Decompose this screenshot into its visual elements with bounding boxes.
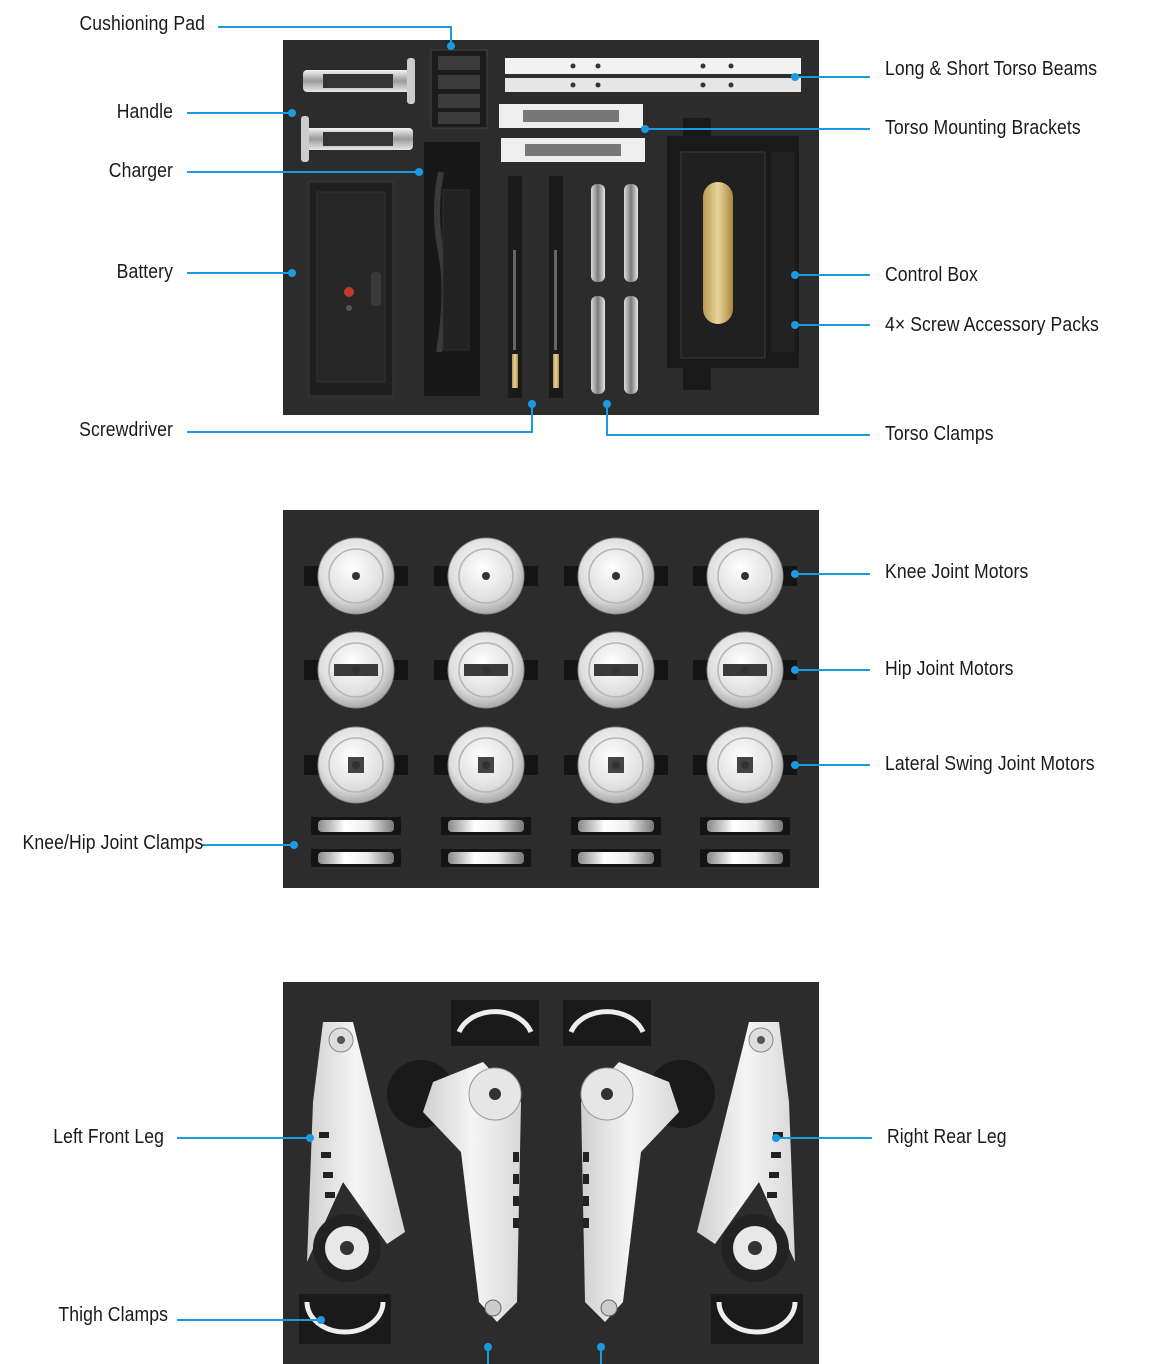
label-battery: Battery <box>116 261 173 283</box>
motor-1-4 <box>693 537 797 615</box>
label-left-front-leg: Left Front Leg <box>53 1126 164 1148</box>
leg-tray-contents <box>299 1000 803 1344</box>
leader-screwdriver <box>187 404 533 433</box>
joint-clamp-1-2 <box>441 817 531 835</box>
label-knee-joint-motors: Knee Joint Motors <box>885 561 1029 583</box>
leader-dot-left-rear-leg <box>484 1343 492 1351</box>
leader-dot-screw-packs <box>791 321 799 329</box>
thigh-clamp-top-left <box>451 1000 539 1046</box>
torso-beams <box>505 58 801 92</box>
leader-dot-torso-brackets <box>641 125 649 133</box>
leader-dot-left-front-leg <box>306 1134 314 1142</box>
motor-2-3 <box>564 631 668 709</box>
label-thigh-clamps: Thigh Clamps <box>58 1304 168 1326</box>
leader-dot-right-front-leg <box>597 1343 605 1351</box>
leader-dot-charger <box>415 168 423 176</box>
joint-clamp-2-1 <box>311 849 401 867</box>
thigh-clamp-top-right <box>563 1000 651 1046</box>
leader-dot-torso-clamps <box>603 400 611 408</box>
label-cushioning-pad: Cushioning Pad <box>79 13 205 35</box>
leader-dot-knee-motors <box>791 570 799 578</box>
leader-dot-joint-clamps <box>290 841 298 849</box>
motor-tray-contents <box>304 537 797 867</box>
label-screwdriver: Screwdriver <box>79 419 173 441</box>
motor-2-1 <box>304 631 408 709</box>
thigh-clamp-bottom-right <box>711 1294 803 1344</box>
torso-mounting-brackets <box>499 104 645 162</box>
leader-dot-lateral-motors <box>791 761 799 769</box>
charger <box>424 142 480 396</box>
leader-dot-screwdriver <box>528 400 536 408</box>
label-handle: Handle <box>116 101 173 123</box>
leader-dot-cushioning-pad <box>447 42 455 50</box>
left-rear-leg <box>387 1060 522 1322</box>
battery <box>308 181 394 397</box>
joint-clamp-1-4 <box>700 817 790 835</box>
thigh-clamp-bottom-left <box>299 1294 391 1344</box>
label-charger: Charger <box>108 160 173 182</box>
label-long-short-torso-beams: Long & Short Torso Beams <box>885 58 1098 80</box>
label-knee-hip-joint-clamps: Knee/Hip Joint Clamps <box>22 832 204 854</box>
control-box <box>667 118 799 390</box>
joint-clamp-2-3 <box>571 849 661 867</box>
label-screw-accessory-packs: 4× Screw Accessory Packs <box>885 314 1099 336</box>
motor-1-2 <box>434 537 538 615</box>
motor-3-1 <box>304 726 408 804</box>
joint-clamp-1-1 <box>311 817 401 835</box>
motor-2-4 <box>693 631 797 709</box>
leader-dot-battery <box>288 269 296 277</box>
cushioning-pad <box>430 49 488 129</box>
motor-2-2 <box>434 631 538 709</box>
motor-1-3 <box>564 537 668 615</box>
leader-dot-thigh-clamps <box>317 1316 325 1324</box>
label-hip-joint-motors: Hip Joint Motors <box>885 658 1014 680</box>
motor-3-4 <box>693 726 797 804</box>
leader-dot-right-rear-leg <box>772 1134 780 1142</box>
torso-clamps <box>591 184 638 394</box>
handle-1 <box>303 58 415 104</box>
label-torso-clamps: Torso Clamps <box>885 423 994 445</box>
label-lateral-swing-joint-motors: Lateral Swing Joint Motors <box>885 753 1095 775</box>
motor-3-3 <box>564 726 668 804</box>
label-right-rear-leg: Right Rear Leg <box>887 1126 1007 1148</box>
leader-dot-torso-beams <box>791 73 799 81</box>
left-front-leg <box>307 1022 405 1282</box>
label-control-box: Control Box <box>885 264 978 286</box>
leader-dot-handle <box>288 109 296 117</box>
right-rear-leg <box>697 1022 795 1282</box>
motor-3-2 <box>434 726 538 804</box>
accessory-tray <box>283 40 819 415</box>
handle-2 <box>301 116 413 162</box>
label-torso-mounting-brackets: Torso Mounting Brackets <box>885 117 1081 139</box>
joint-clamp-1-3 <box>571 817 661 835</box>
screwdrivers <box>508 176 563 398</box>
right-front-leg <box>580 1060 715 1322</box>
accessory-tray-contents <box>301 49 801 398</box>
leader-torso-clamps <box>606 404 870 436</box>
leader-dot-hip-motors <box>791 666 799 674</box>
leader-dot-control-box <box>791 271 799 279</box>
joint-clamp-2-4 <box>700 849 790 867</box>
motor-1-1 <box>304 537 408 615</box>
joint-clamp-2-2 <box>441 849 531 867</box>
leg-tray <box>283 982 819 1364</box>
motor-tray <box>283 510 819 888</box>
leader-cushioning-pad <box>218 26 452 46</box>
